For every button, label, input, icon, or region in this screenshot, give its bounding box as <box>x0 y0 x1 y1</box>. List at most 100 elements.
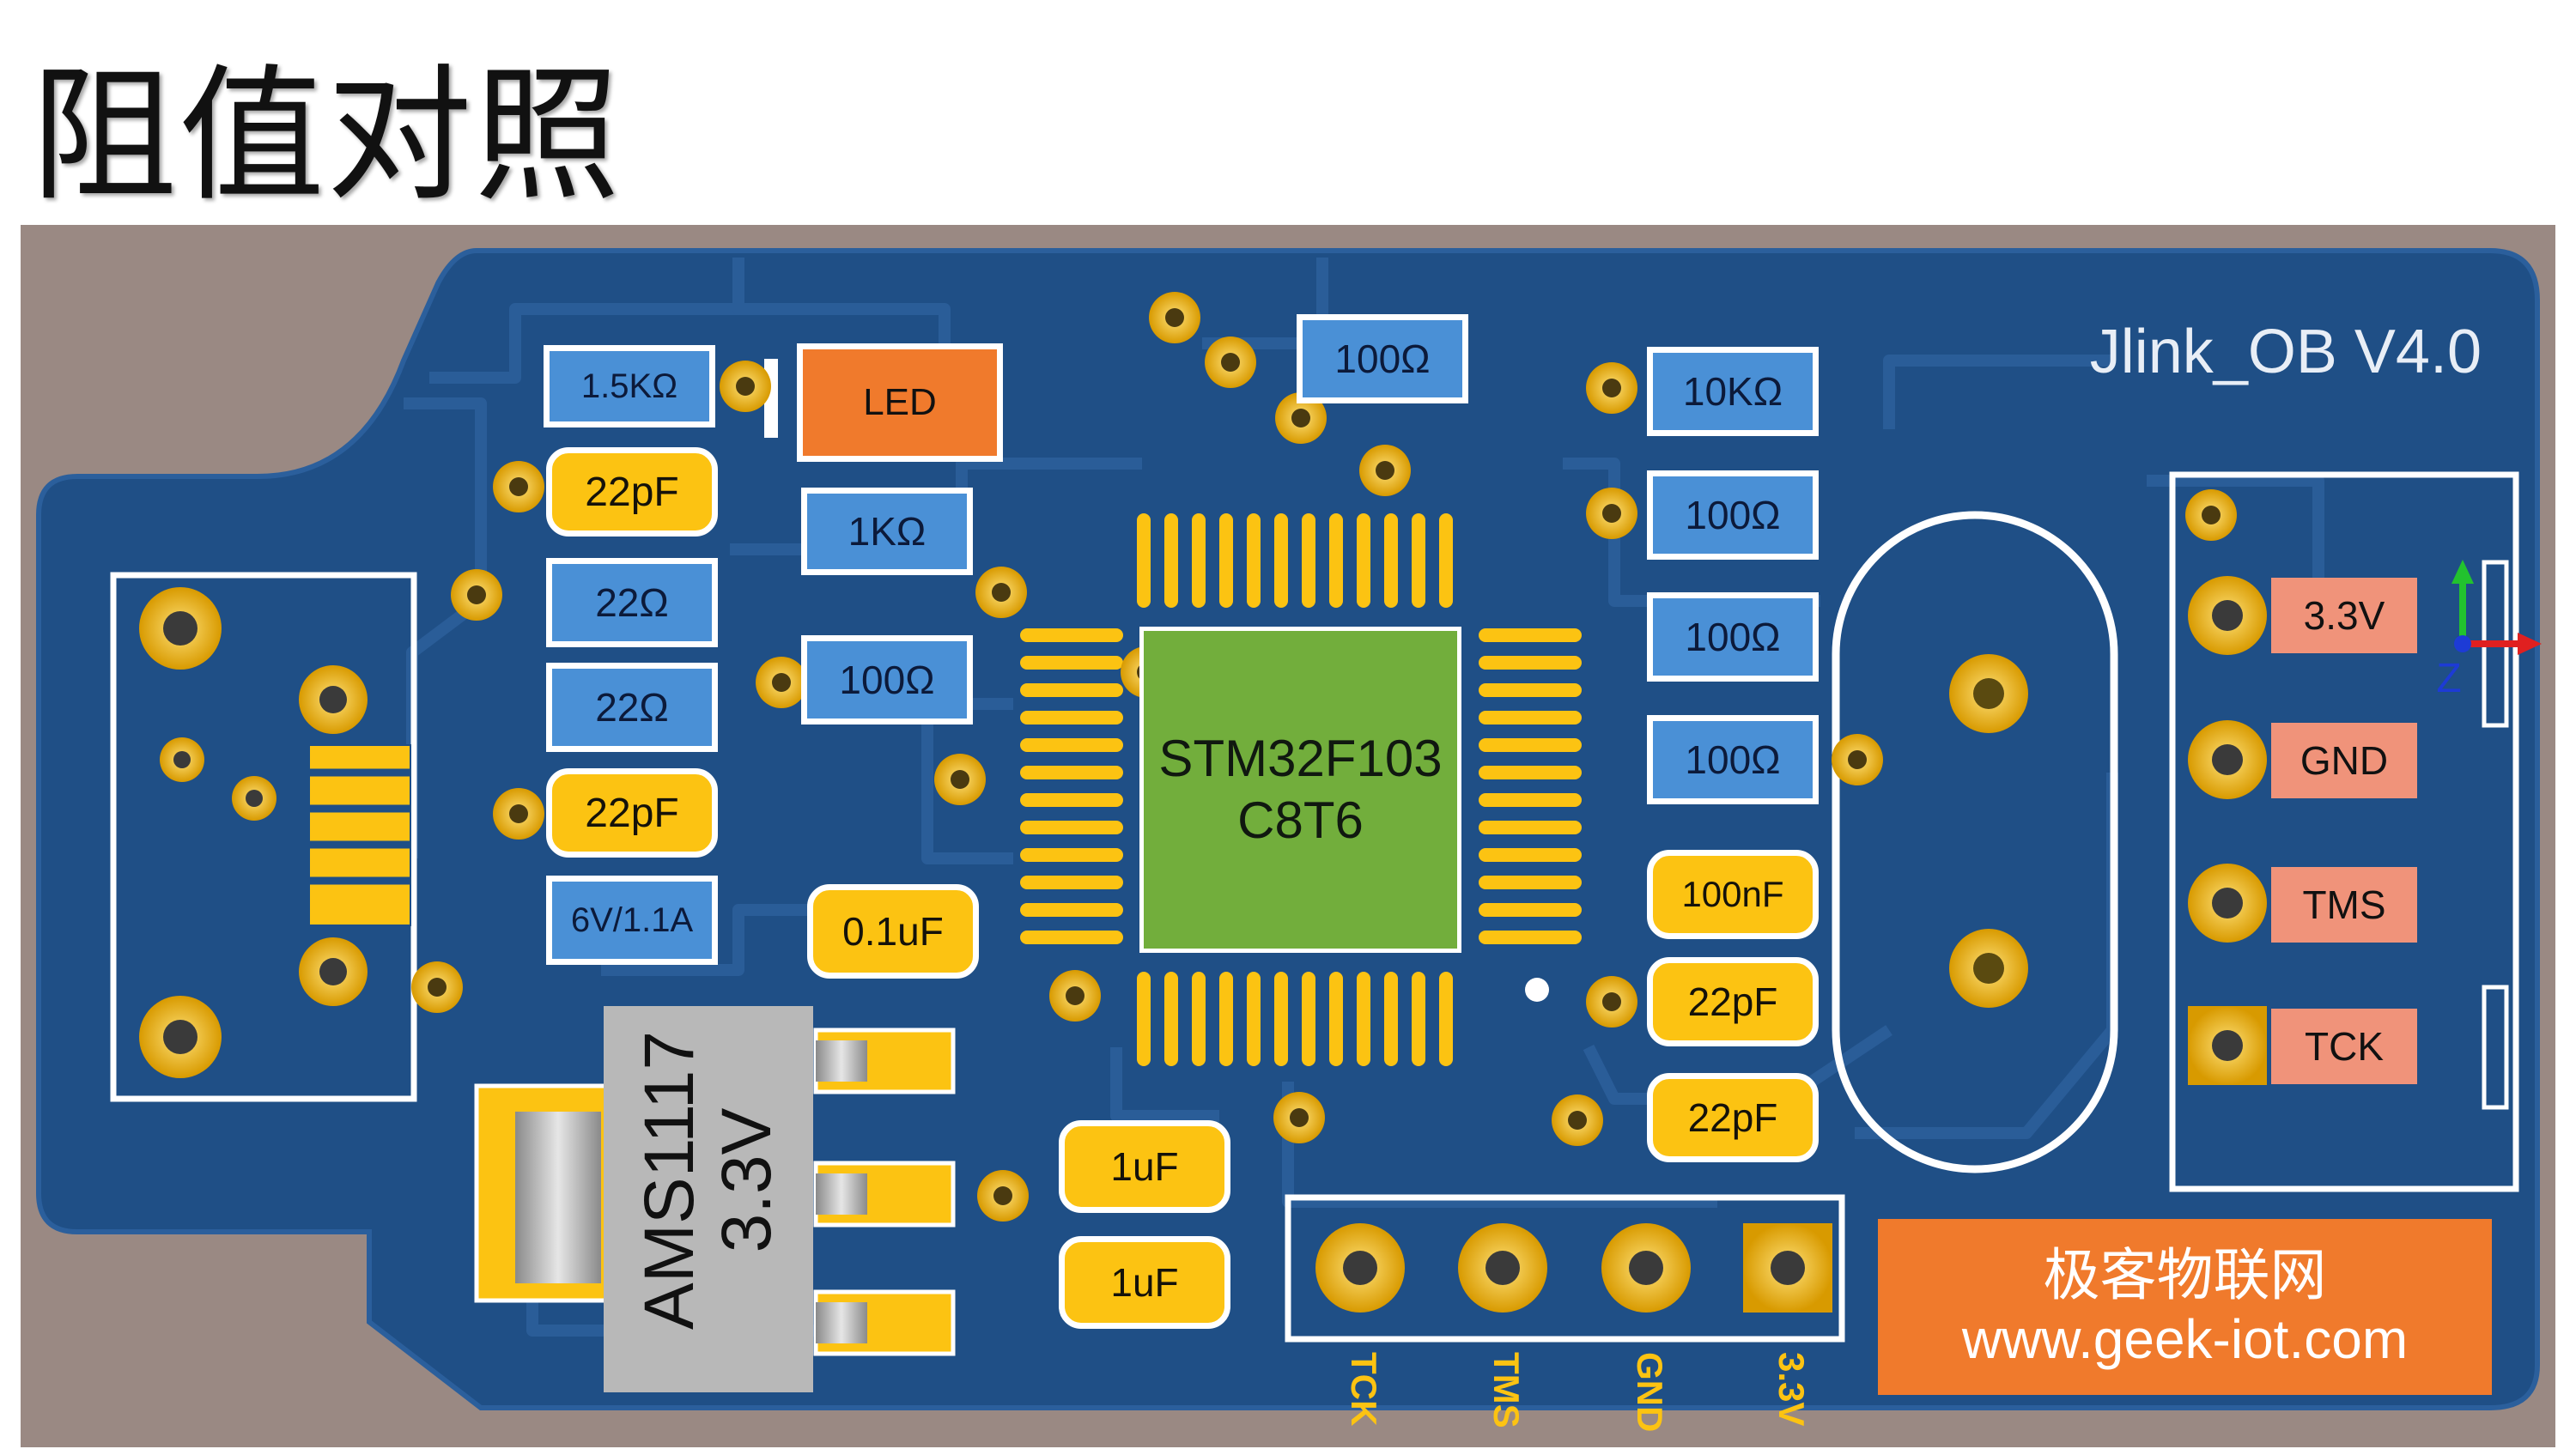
bottom-pin-label-3v3: 3.3V <box>1771 1352 1812 1427</box>
mcu-pin <box>1020 683 1123 697</box>
resistor-100-c: 100Ω <box>1647 592 1819 682</box>
via-hole <box>1602 992 1621 1011</box>
resistor-100-d: 100Ω <box>1647 715 1819 804</box>
mcu-pin <box>1479 738 1582 752</box>
mcu-pin <box>1479 903 1582 917</box>
mcu-pin <box>1357 513 1370 608</box>
mcu-pin <box>1164 972 1178 1066</box>
resistor-100-a: 100Ω <box>801 635 973 724</box>
capacitor-22pf-d: 22pF <box>1647 1073 1819 1162</box>
mcu-pin <box>1302 972 1315 1066</box>
bottom-pin-label-gnd: GND <box>1630 1352 1670 1433</box>
mcu-pin <box>1479 766 1582 779</box>
regulator-body <box>604 1006 813 1392</box>
right-pin-label-3v3: 3.3V <box>2271 578 2417 653</box>
crystal <box>1832 511 2118 1173</box>
board-version-label: Jlink_OB V4.0 <box>2089 318 2482 386</box>
via-hole <box>1291 409 1310 427</box>
capacitor-1uf-b: 1uF <box>1059 1236 1230 1329</box>
via-hole <box>1165 308 1184 327</box>
mcu-pin <box>1219 513 1233 608</box>
via-hole <box>467 585 486 604</box>
mcu-pin <box>1384 513 1398 608</box>
via-hole <box>509 804 528 823</box>
mcu-pin <box>1479 683 1582 697</box>
mcu-pin <box>1020 821 1123 834</box>
mcu-pin <box>1137 972 1151 1066</box>
via-hole <box>1602 379 1621 397</box>
page-title: 阻值对照 <box>31 52 623 221</box>
via-hole <box>1568 1111 1587 1130</box>
via-hole <box>992 583 1011 602</box>
right-pin-label-tck: TCK <box>2271 1009 2417 1084</box>
regulator-label: AMS1117 3.3V <box>610 1000 807 1361</box>
via-hole <box>951 770 969 789</box>
right-header <box>2169 471 2519 1192</box>
mcu-chip: STM32F103 C8T6 <box>1139 627 1461 953</box>
resistor-22-a: 22Ω <box>546 558 718 647</box>
mcu-pin <box>1274 513 1288 608</box>
mcu-pin <box>1479 848 1582 862</box>
bottom-header <box>1285 1194 1845 1343</box>
resistor-1k5: 1.5KΩ <box>544 345 715 427</box>
via-hole <box>1848 750 1867 769</box>
capacitor-22pf-b: 22pF <box>546 768 718 858</box>
mcu-pin <box>1020 903 1123 917</box>
via-hole <box>428 978 447 997</box>
mcu-pin <box>1274 972 1288 1066</box>
resistor-22-b: 22Ω <box>546 663 718 752</box>
resistor-100-top: 100Ω <box>1297 314 1468 403</box>
mcu-pin <box>1479 876 1582 889</box>
mcu-pin <box>1020 766 1123 779</box>
mcu-pin <box>1329 513 1343 608</box>
mcu-pin <box>1479 656 1582 670</box>
mcu-pin <box>1219 972 1233 1066</box>
resistor-100-b: 100Ω <box>1647 470 1819 560</box>
mcu-pin <box>1479 931 1582 944</box>
vias <box>411 292 2237 1222</box>
right-pin-label-tms: TMS <box>2271 867 2417 943</box>
capacitor-22pf-a: 22pF <box>546 447 718 537</box>
mcu-pin <box>1384 972 1398 1066</box>
mcu-pin <box>1412 513 1425 608</box>
regulator-line2: 3.3V <box>708 1107 786 1253</box>
mcu-pin <box>1192 972 1206 1066</box>
mcu-pin <box>1439 513 1453 608</box>
mcu-pin <box>1439 972 1453 1066</box>
mcu-pin <box>1479 711 1582 724</box>
mcu-line1: STM32F103 <box>1158 730 1443 787</box>
mcu-pin <box>1302 513 1315 608</box>
via-hole <box>2202 506 2221 524</box>
led: LED <box>797 343 1003 462</box>
via-hole <box>736 377 755 396</box>
via-hole <box>1066 986 1084 1005</box>
capacitor-0-1uf: 0.1uF <box>807 884 979 979</box>
mcu-pin <box>1479 821 1582 834</box>
mcu-pin <box>1020 711 1123 724</box>
via-hole <box>1602 504 1621 523</box>
mcu-pin <box>1192 513 1206 608</box>
mcu-pins <box>1020 513 1582 1066</box>
via-hole <box>1221 353 1240 372</box>
axis-z-label: Z <box>2436 655 2462 701</box>
resistor-10k: 10KΩ <box>1647 347 1819 436</box>
via-hole <box>1376 461 1394 480</box>
mcu-pin <box>1020 876 1123 889</box>
via-hole <box>993 1186 1012 1205</box>
usb-connector <box>110 572 417 1102</box>
via-hole <box>509 477 528 496</box>
capacitor-1uf-a: 1uF <box>1059 1120 1230 1213</box>
mcu-pin <box>1247 513 1261 608</box>
via-hole <box>772 673 791 692</box>
mcu-pin <box>1247 972 1261 1066</box>
mcu-pin <box>1329 972 1343 1066</box>
right-pin-label-gnd: GND <box>2271 723 2417 798</box>
mcu-pin <box>1479 628 1582 642</box>
brand-name: 极客物联网 <box>2043 1241 2327 1308</box>
mcu-pin <box>1137 513 1151 608</box>
mcu-line2: C8T6 <box>1237 791 1364 849</box>
mcu-pin <box>1020 848 1123 862</box>
brand-box: 极客物联网 www.geek-iot.com <box>1878 1219 2492 1395</box>
mcu-pin <box>1020 738 1123 752</box>
regulator-line1: AMS1117 <box>629 1031 708 1330</box>
